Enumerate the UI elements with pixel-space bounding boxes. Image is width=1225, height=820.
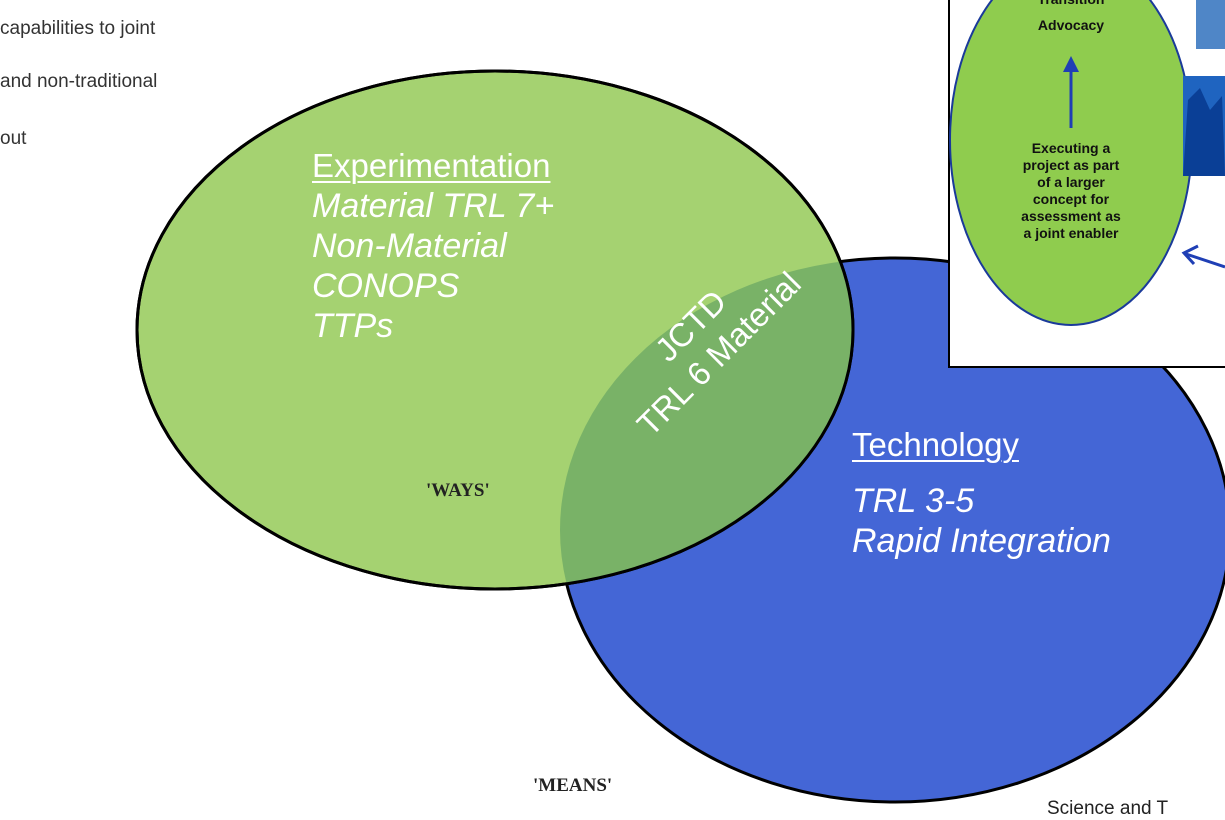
experimentation-line-2: Non-Material bbox=[312, 227, 507, 265]
technology-text: Technology TRL 3-5 Rapid Integration bbox=[852, 425, 1111, 561]
science-and-technology-text: Science and T bbox=[1047, 798, 1169, 819]
inset-body-line-3: of a larger bbox=[1037, 174, 1105, 190]
inset-top-partial: Transition bbox=[1011, 0, 1131, 8]
overlap-region bbox=[560, 258, 853, 589]
left-text-line-1: capabilities to joint bbox=[0, 18, 156, 39]
inset-advocacy-label: Advocacy bbox=[1037, 17, 1105, 33]
technology-line-1: TRL 3-5 bbox=[852, 482, 975, 520]
experimentation-text: Experimentation Material TRL 7+ Non-Mate… bbox=[312, 146, 554, 346]
experimentation-line-1: Material TRL 7+ bbox=[312, 187, 555, 225]
inset-body-line-5: assessment as bbox=[1021, 208, 1121, 224]
experimentation-heading: Experimentation bbox=[312, 147, 551, 184]
inset-body-line-4: concept for bbox=[1032, 191, 1110, 207]
advocacy-arrow-head bbox=[1063, 56, 1079, 72]
ways-label: 'WAYS' bbox=[426, 480, 490, 501]
experimentation-line-3: CONOPS bbox=[312, 267, 460, 305]
technology-heading: Technology bbox=[852, 426, 1019, 463]
inset-body-line-1: Executing a bbox=[1031, 140, 1111, 156]
left-text-line-2: and non-traditional bbox=[0, 71, 158, 92]
inset-body-line-6: a joint enabler bbox=[1023, 225, 1119, 241]
experimentation-circle-outline bbox=[135, 69, 855, 591]
inset-body-line-2: project as part bbox=[1022, 157, 1120, 173]
enabler-arrow bbox=[1185, 252, 1225, 269]
inset-image-ocean-detail bbox=[1183, 88, 1225, 176]
enabler-arrow-head bbox=[1181, 244, 1199, 266]
experimentation-line-4: TTPs bbox=[312, 307, 394, 345]
left-text-line-3: out bbox=[0, 128, 27, 149]
inset-body: Executing a project as part of a larger … bbox=[996, 140, 1146, 242]
inset-image-top bbox=[1196, 0, 1225, 49]
technology-line-2: Rapid Integration bbox=[852, 522, 1111, 560]
means-label: 'MEANS' bbox=[533, 775, 613, 796]
